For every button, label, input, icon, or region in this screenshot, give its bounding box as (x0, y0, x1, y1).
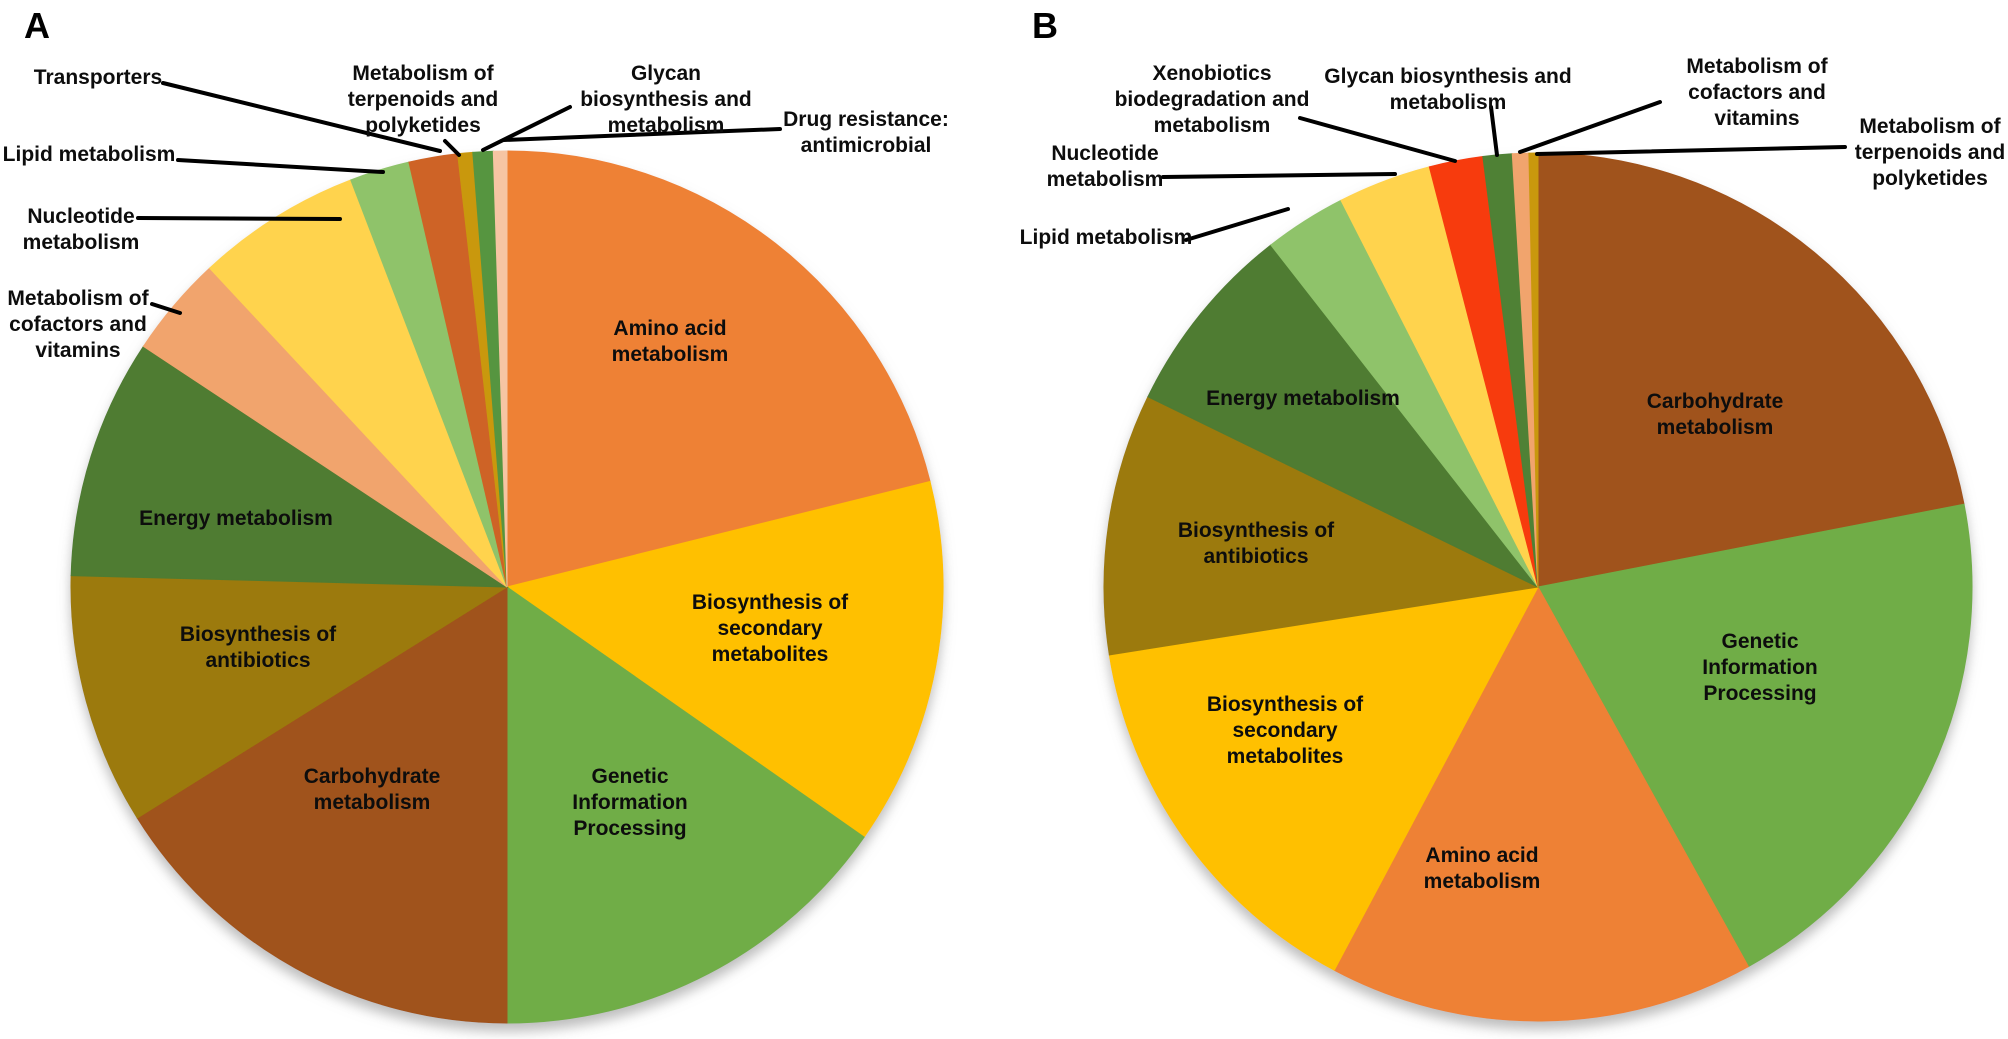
pie-slice (136, 586, 508, 1024)
slice-label-genetic-information-processing: Genetic Information Processing (1702, 630, 1818, 705)
slice-label-xenobiotics-biodegradation-and-metabolism: Xenobiotics biodegradation and metabolis… (1114, 62, 1310, 137)
slice-label-glycan-biosynthesis-and-metabolism: Glycan biosynthesis and metabolism (1324, 65, 1572, 114)
leader-line (176, 158, 385, 174)
slice-label-lipid-metabolism: Lipid metabolism (1019, 226, 1193, 249)
slice-label-metabolism-of-terpenoids-and-polyketides: Metabolism of terpenoids and polyketides (1854, 115, 2006, 190)
pie-chart-b (1103, 152, 1973, 1022)
pie-slice (1147, 244, 1539, 588)
slice-label-amino-acid-metabolism: Amino acid metabolism (611, 317, 729, 366)
pie-slice (506, 150, 931, 588)
panel-a-letter: A (24, 5, 50, 46)
slice-label-metabolism-of-cofactors-and-vitamins: Metabolism of cofactors and vitamins (7, 287, 149, 362)
leader-line (1535, 145, 1847, 156)
panel-b-letter: B (1032, 5, 1058, 46)
leader-line (481, 105, 572, 152)
slice-label-energy-metabolism: Energy metabolism (139, 507, 333, 530)
pie-slice (70, 575, 509, 819)
pie-chart-a (70, 150, 944, 1024)
slice-label-amino-acid-metabolism: Amino acid metabolism (1423, 844, 1541, 893)
slice-label-nucleotide-metabolism: Nucleotide metabolism (22, 205, 140, 254)
pie-slice (1537, 503, 1973, 968)
slice-label-genetic-information-processing: Genetic Information Processing (572, 765, 688, 840)
slice-label-carbohydrate-metabolism: Carbohydrate metabolism (303, 765, 441, 814)
leader-lines-layer (136, 81, 1847, 315)
slice-label-biosynthesis-of-antibiotics: Biosynthesis of antibiotics (1177, 519, 1335, 568)
slice-label-metabolism-of-cofactors-and-vitamins: Metabolism of cofactors and vitamins (1686, 55, 1828, 130)
slice-label-drug-resistance-antimicrobial: Drug resistance: antimicrobial (783, 108, 949, 157)
leader-line (161, 81, 442, 153)
slice-label-glycan-biosynthesis-and-metabolism: Glycan biosynthesis and metabolism (580, 62, 752, 137)
leader-line (1184, 207, 1290, 242)
slice-label-transporters: Transporters (33, 66, 163, 89)
pie-slice (1108, 586, 1539, 971)
leader-line (150, 302, 182, 315)
slice-label-energy-metabolism: Energy metabolism (1206, 387, 1400, 410)
slice-label-metabolism-of-terpenoids-and-polyketides: Metabolism of terpenoids and polyketides (347, 62, 499, 137)
leader-line (443, 139, 461, 157)
slice-label-biosynthesis-of-antibiotics: Biosynthesis of antibiotics (179, 623, 337, 672)
slice-label-biosynthesis-of-secondary-metabolites: Biosynthesis of secondary metabolites (691, 591, 849, 666)
pie-slice (1333, 585, 1750, 1022)
pie-slice (1103, 396, 1540, 656)
pie-slice (492, 150, 508, 588)
pie-slices-layer (70, 150, 1973, 1024)
pie-slice (505, 480, 944, 838)
slice-label-biosynthesis-of-secondary-metabolites: Biosynthesis of secondary metabolites (1206, 693, 1364, 768)
leader-line (1161, 172, 1397, 179)
leader-line (502, 127, 782, 142)
leader-line (1298, 116, 1457, 163)
leader-line (136, 216, 342, 221)
pie-slice (506, 586, 865, 1024)
leader-line (1518, 100, 1662, 154)
slice-label-carbohydrate-metabolism: Carbohydrate metabolism (1646, 390, 1784, 439)
slice-label-lipid-metabolism: Lipid metabolism (2, 143, 176, 166)
leader-line (1489, 105, 1499, 157)
pie-slice (70, 345, 509, 588)
slice-label-nucleotide-metabolism: Nucleotide metabolism (1046, 142, 1164, 191)
pie-slice (1537, 152, 1965, 588)
